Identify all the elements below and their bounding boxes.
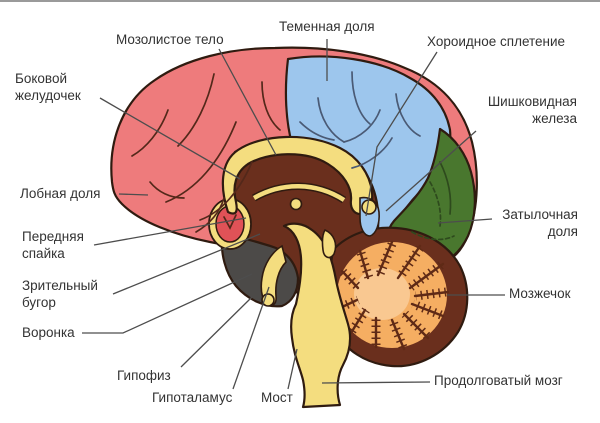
- line-thalamus: [112, 233, 261, 295]
- line-corpus-callosum: [218, 48, 277, 156]
- fornix-shape-fill: [252, 184, 346, 202]
- line-lateral-ventricle: [99, 97, 241, 180]
- pineal-gland-shape: [361, 199, 377, 215]
- line-hypothalamus: [232, 286, 270, 390]
- line-occipital-lobe: [437, 218, 493, 224]
- line-frontal-lobe: [118, 193, 149, 196]
- label-pineal-gland: Шишковидная железа: [487, 94, 577, 126]
- line-infundibulum: [82, 273, 253, 334]
- label-frontal-lobe: Лобная доля: [20, 186, 101, 201]
- line-pituitary: [180, 296, 253, 368]
- line-anterior-commissure: [93, 217, 247, 246]
- label-lateral-ventricle: Боковой желудочек: [15, 71, 81, 103]
- label-choroid-plexus: Хороидное сплетение: [427, 34, 566, 49]
- label-parietal-lobe: Теменная доля: [279, 19, 375, 34]
- corpus-callosum-shape: [221, 135, 374, 216]
- cerebellum-arbor-vitae-branches: [338, 240, 450, 351]
- label-thalamus: Зрительный бугор: [22, 278, 98, 310]
- tectum-shape: [321, 228, 337, 259]
- leader-lines: [82, 39, 505, 390]
- label-pituitary: Гипофиз: [117, 368, 171, 383]
- cerebellum-core-highlight: [354, 268, 410, 320]
- line-pineal-gland: [385, 130, 477, 212]
- line-choroid-plexus: [365, 51, 438, 217]
- label-cerebellum: Мозжечок: [509, 286, 571, 301]
- label-pons: Мост: [261, 390, 293, 405]
- frontal-sulci: [131, 73, 281, 233]
- label-medulla: Продолговатый мозг: [434, 373, 563, 388]
- label-corpus-callosum: Мозолистое тело: [116, 32, 224, 47]
- label-anterior-commissure: Передняя спайка: [22, 229, 84, 261]
- line-pons: [287, 348, 298, 390]
- line-medulla: [321, 381, 431, 384]
- ventricle-dot: [289, 197, 303, 211]
- label-hypothalamus: Гипоталамус: [152, 390, 233, 405]
- label-infundibulum: Воронка: [22, 325, 75, 340]
- brainstem-shape: [282, 222, 352, 409]
- commissure-mark: [223, 214, 237, 230]
- label-occipital-lobe: Затылочная доля: [502, 207, 578, 239]
